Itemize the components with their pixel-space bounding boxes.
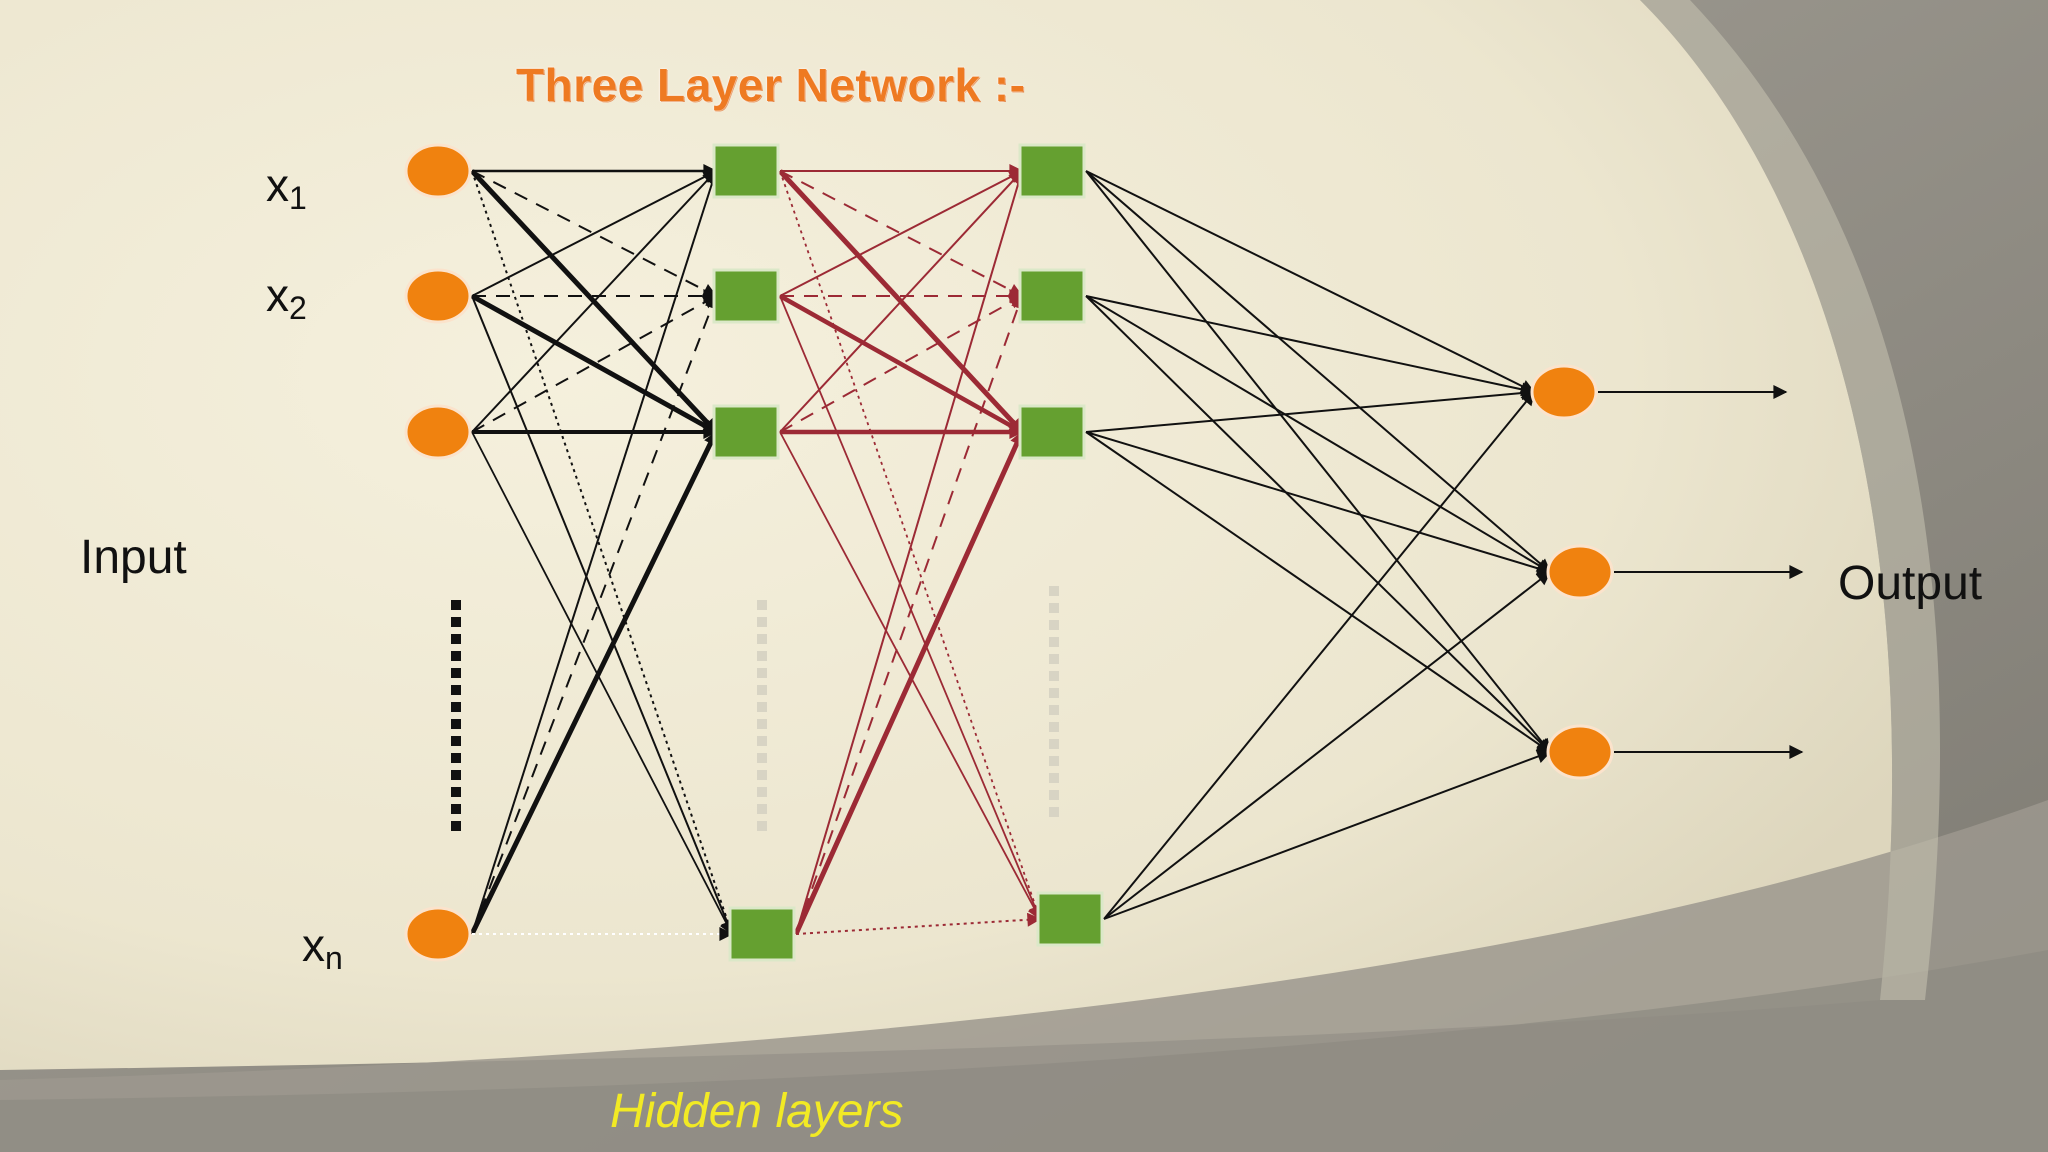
hidden1-node-1	[712, 268, 780, 324]
edge-in1-h13	[471, 295, 734, 936]
edge-h13-h21	[795, 294, 1025, 935]
edge-h11-h20	[779, 170, 1024, 297]
edge-h13-h20	[795, 169, 1026, 935]
output-node-2	[1546, 724, 1614, 780]
edge-in1-h10	[471, 170, 718, 297]
input-node-0	[404, 143, 472, 199]
edge-h13-h23	[795, 912, 1042, 935]
edges-input-to-hidden1	[469, 164, 735, 941]
edge-in1-h12	[470, 293, 718, 435]
input-node-2	[404, 404, 472, 460]
input-node-3	[404, 906, 472, 962]
edge-h23-out2	[1103, 749, 1552, 920]
output-node-0	[1530, 364, 1598, 420]
edge-h22-out0	[1085, 386, 1536, 433]
edge-h23-out0	[1103, 390, 1535, 920]
page-title: Three Layer Network :-	[516, 59, 1026, 111]
ellipsis-markers	[451, 586, 1059, 836]
edge-h13-h22	[793, 430, 1025, 936]
hidden2-node-3	[1036, 891, 1104, 947]
edge-h22-out1	[1085, 431, 1552, 576]
input-label-x2: x2	[266, 269, 307, 326]
edge-h10-h21	[779, 170, 1024, 297]
hidden-layers-label: Hidden layers	[610, 1085, 904, 1138]
edges-hidden2-to-output	[1085, 170, 1552, 920]
edges-hidden1-to-hidden2	[778, 164, 1043, 936]
hidden1-node-2	[712, 404, 780, 460]
hidden2-node-2	[1018, 404, 1086, 460]
hidden1-node-0	[712, 143, 780, 199]
edge-h20-out1	[1085, 170, 1552, 573]
hidden2-node-1	[1018, 268, 1086, 324]
edge-h12-h20	[779, 169, 1023, 433]
edge-in3-h11	[471, 294, 719, 935]
input-label-x1: x1	[266, 159, 307, 216]
edge-h21-out0	[1085, 295, 1536, 397]
edge-in3-h10	[471, 169, 719, 935]
edge-h11-h23	[779, 295, 1042, 921]
input-node-1	[404, 268, 472, 324]
edge-h21-out2	[1085, 295, 1551, 753]
output-node-1	[1546, 544, 1614, 600]
edge-h20-out0	[1085, 170, 1536, 393]
edge-h20-out2	[1085, 170, 1551, 754]
nodes	[404, 143, 1614, 962]
edge-in2-h10	[471, 169, 717, 433]
edge-in0-h13	[471, 170, 735, 936]
input-label: Input	[80, 531, 187, 584]
edge-h10-h23	[779, 170, 1043, 921]
hidden2-node-0	[1018, 143, 1086, 199]
edge-h22-out2	[1085, 431, 1552, 753]
edge-in0-h11	[471, 170, 718, 297]
output-arrows	[1598, 385, 1804, 759]
output-label: Output	[1838, 557, 1983, 610]
input-label-xn: xn	[302, 919, 343, 976]
edge-in3-h12	[469, 430, 719, 936]
edge-h23-out1	[1103, 571, 1552, 920]
edge-h21-out1	[1085, 295, 1552, 573]
hidden1-node-3	[728, 906, 796, 962]
edge-in2-h13	[471, 431, 733, 936]
